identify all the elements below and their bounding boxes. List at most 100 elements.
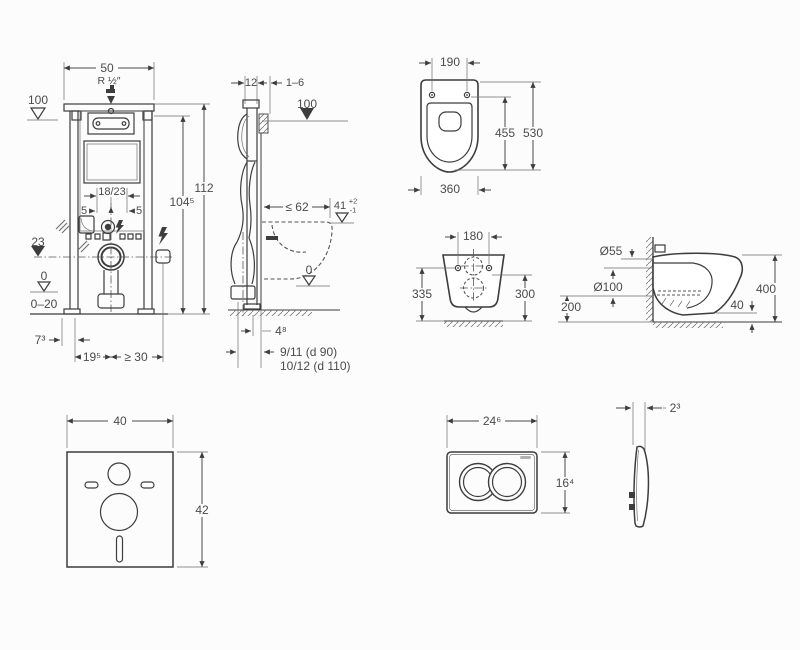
label-outlet-1: 9/11 (d 90) (280, 345, 337, 359)
dim-hole-spacing-back: 180 (463, 229, 483, 243)
mat-hole-drain (99, 492, 139, 532)
mat-slot-right (140, 481, 155, 489)
flush-connector (654, 244, 666, 253)
dim-outlet-diameter: Ø100 (593, 280, 623, 294)
cistern-profile (237, 113, 248, 160)
dim-right-height: 300 (515, 287, 535, 301)
dim-offset-left: 5 (81, 205, 87, 217)
hinge-hole (428, 91, 436, 99)
bowl-rim-section (653, 262, 713, 309)
dim-flush-span: 18/23 (98, 186, 126, 198)
dim-seat-height-tol-plus: +2 (349, 197, 358, 206)
arrow-down-icon (107, 96, 115, 104)
mount-hole (454, 264, 462, 272)
lightning-icon-small (115, 220, 124, 234)
dim-seat-height-tol-minus: -1 (350, 206, 357, 215)
tool-icon (55, 219, 70, 234)
mat-slot-bottom (115, 535, 124, 563)
view-frame-side: 12 1–6 100 ≤ 62 41 +2 -1 (226, 76, 357, 373)
plate-profile (633, 445, 650, 528)
hinge-hole (463, 91, 471, 99)
view-pan-top: 190 455 530 360 (408, 55, 547, 196)
dim-frame-width: 50 (100, 61, 114, 75)
view-pan-side: Ø55 Ø100 200 40 400 (556, 237, 782, 333)
mat-outline (66, 451, 174, 568)
frame-rail-profile (246, 108, 258, 305)
dim-front-offset: 7³ (35, 333, 46, 347)
pan-side-outline (652, 252, 744, 316)
view-frame-front: 50 R ½″ 100 23 0 0–20 18/23 5 5 104⁵ 112 (27, 61, 218, 364)
tool-icon (77, 240, 90, 253)
dim-wall-gap: 1–6 (286, 77, 304, 89)
wall-bracket (258, 113, 269, 134)
flush-button-small (487, 462, 527, 502)
access-window (83, 140, 141, 184)
open-level-triangle (29, 107, 47, 121)
level-drain: 23 (31, 235, 45, 249)
flush-unit (87, 112, 135, 135)
dim-flush-diameter: Ø55 (600, 244, 623, 258)
dim-pan-width: 360 (440, 182, 460, 196)
dim-plate-thickness: 2³ (670, 401, 681, 415)
dim-depth: 12 (245, 77, 257, 89)
view-sound-mat: 40 42 (66, 414, 216, 568)
fill-valve (78, 215, 95, 234)
seat-ring (426, 102, 473, 163)
frame-foot-left (63, 308, 81, 315)
dim-pan-height: 400 (756, 282, 776, 296)
floor-hatch (653, 322, 723, 328)
cistern-outline (79, 110, 145, 232)
floor-hatch (444, 321, 503, 327)
label-outlet-2: 10/12 (d 110) (280, 359, 351, 373)
label-thread: R ½″ (98, 75, 121, 87)
frame-foot-side (243, 303, 261, 310)
open-level-triangle (301, 275, 317, 287)
label-floor-range: 0–20 (31, 297, 58, 311)
plate-clip (629, 492, 635, 498)
dim-mat-height: 42 (195, 503, 209, 517)
dim-max-depth: ≤ 62 (285, 200, 309, 214)
frame-foot-right (137, 308, 155, 315)
plate-clip (629, 504, 635, 510)
view-flush-plate-front: 24⁶ 16⁴ (446, 414, 579, 514)
dim-mat-width: 40 (113, 414, 127, 428)
dim-seat-height: 41 (334, 200, 346, 212)
fixing-bolt (266, 236, 278, 240)
dim-gap: 40 (730, 298, 744, 312)
dim-total-depth: 530 (523, 126, 543, 140)
frame-top-cap (242, 99, 260, 109)
flush-pipe (236, 161, 248, 243)
level-supply-front: 100 (28, 93, 48, 107)
bowl-outline-dashed (262, 221, 333, 280)
wall-hatch (646, 237, 653, 322)
dim-drain-offset: 19⁵ (83, 350, 101, 364)
filled-level-triangle (300, 108, 314, 120)
floor-hatch (230, 310, 312, 316)
dim-plate-width: 24⁶ (483, 414, 501, 428)
conduit-connector (155, 249, 171, 264)
plate-outline (446, 451, 538, 514)
lightning-icon (158, 227, 168, 245)
dim-offset-right: 5 (136, 205, 142, 217)
dim-left-height: 335 (412, 287, 432, 301)
drain-flange (97, 293, 125, 309)
mount-hole (485, 264, 493, 272)
dim-height-total: 112 (194, 181, 213, 195)
open-level-triangle (36, 281, 52, 293)
view-pan-back: 180 335 300 (408, 229, 539, 327)
bowl-opening (438, 111, 462, 132)
dim-hole-spacing-top: 190 (440, 55, 460, 69)
mat-slot-left (84, 481, 99, 489)
dim-side-offset: ≥ 30 (124, 350, 148, 364)
filled-level-triangle (31, 246, 45, 257)
level-floor-front: 0 (41, 269, 48, 283)
tap-icon (106, 85, 115, 93)
dim-outlet-height: 200 (561, 300, 581, 314)
dim-wall-offset: 4⁸ (275, 324, 287, 338)
frame-rails (69, 111, 153, 309)
plate-brand-mark (520, 456, 531, 459)
dim-seat-depth: 455 (495, 126, 515, 140)
p-trap (230, 237, 255, 285)
view-flush-plate-side: 2³ (616, 401, 681, 528)
